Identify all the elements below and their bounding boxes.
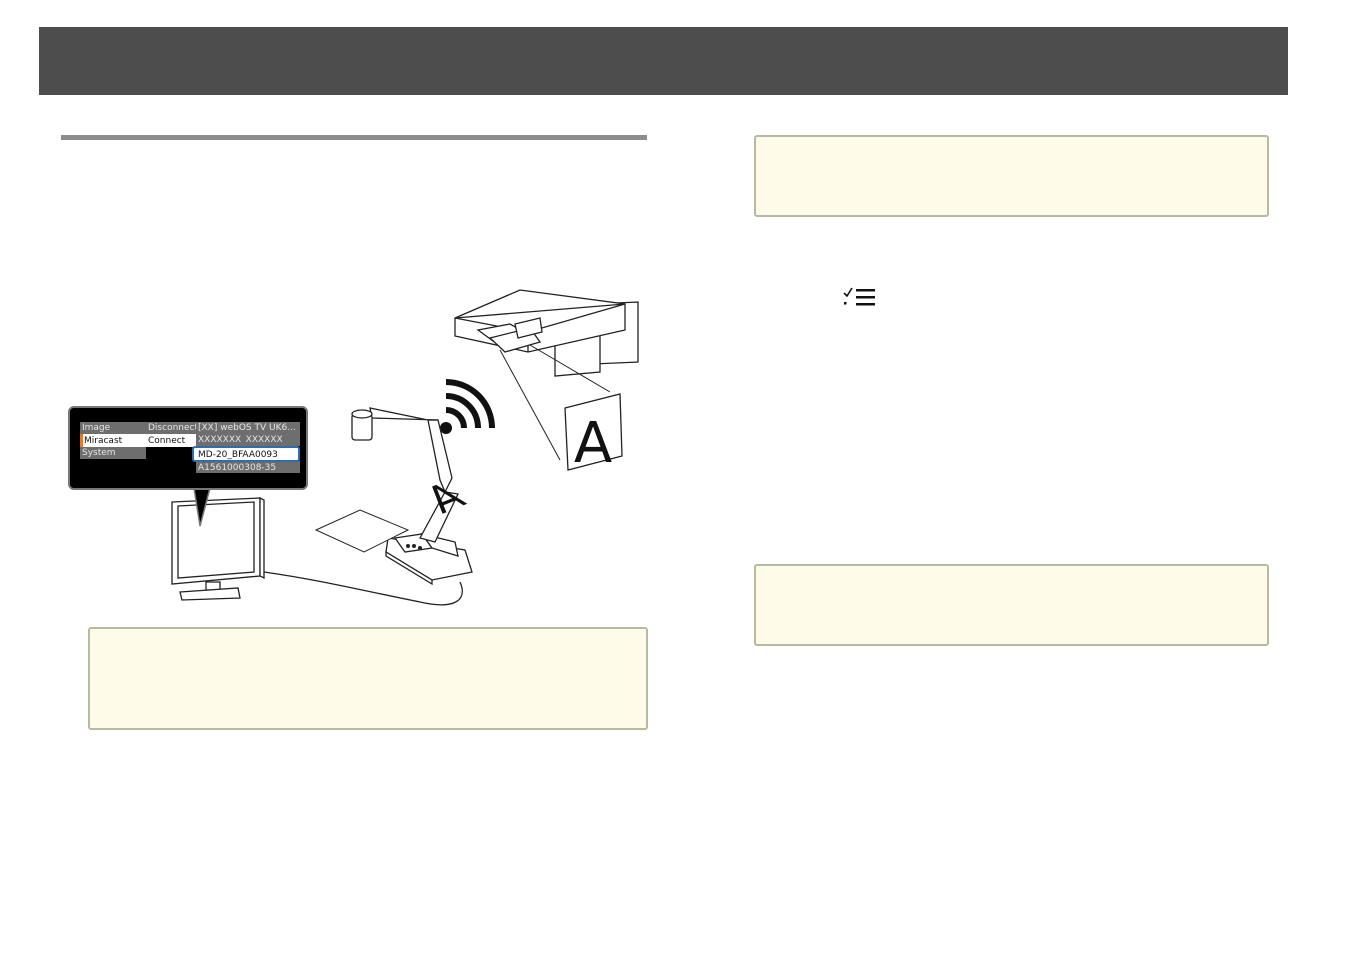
osd-device-row-bg-1 [196,422,300,434]
osd-row-bg-image [80,422,146,434]
note-box [88,627,648,730]
osd-device-item[interactable]: A1561000308-35 [198,463,277,470]
osd-disconnect-option[interactable]: Disconnect [148,423,198,433]
projected-letter: A [574,411,612,476]
osd-connect-option[interactable]: Connect [148,436,186,446]
osd-device-item[interactable]: XXXXXXX_XXXXXX [198,435,283,442]
osd-row-bg-disconnect [146,422,196,434]
document-camera-illustration [351,407,473,586]
wifi-signal-icon [440,379,495,434]
osd-menu-marker [80,434,83,447]
osd-device-item[interactable]: [XX] webOS TV UK6... [198,423,296,433]
header-bar [39,27,1288,95]
osd-selected-middle-bg [146,434,196,447]
osd-device-selected-highlight[interactable]: MD-20_BFAA0093 [192,446,300,462]
osd-menu-item-miracast[interactable]: Miracast [84,436,123,446]
osd-device-row-bg-4 [196,461,300,473]
osd-row-bg-system [80,447,146,459]
osd-selected-left-bg [80,434,146,447]
osd-menu-item-system[interactable]: System [82,448,116,458]
osd-device-selected-label: MD-20_BFAA0093 [198,450,278,460]
document-sheet-letter: A [416,474,474,521]
checklist-icon [843,287,875,306]
osd-device-row-bg-2 [196,434,300,446]
note-box [754,564,1269,646]
monitor-illustration [171,496,265,601]
osd-menu-item-image[interactable]: Image [82,423,111,433]
section-rule [61,135,647,140]
miracast-connection-illustration: A A [171,289,639,606]
note-box [754,135,1269,217]
miracast-osd-popup: Image Miracast System Disconnect Connect… [68,406,308,490]
projector-illustration [454,289,639,377]
